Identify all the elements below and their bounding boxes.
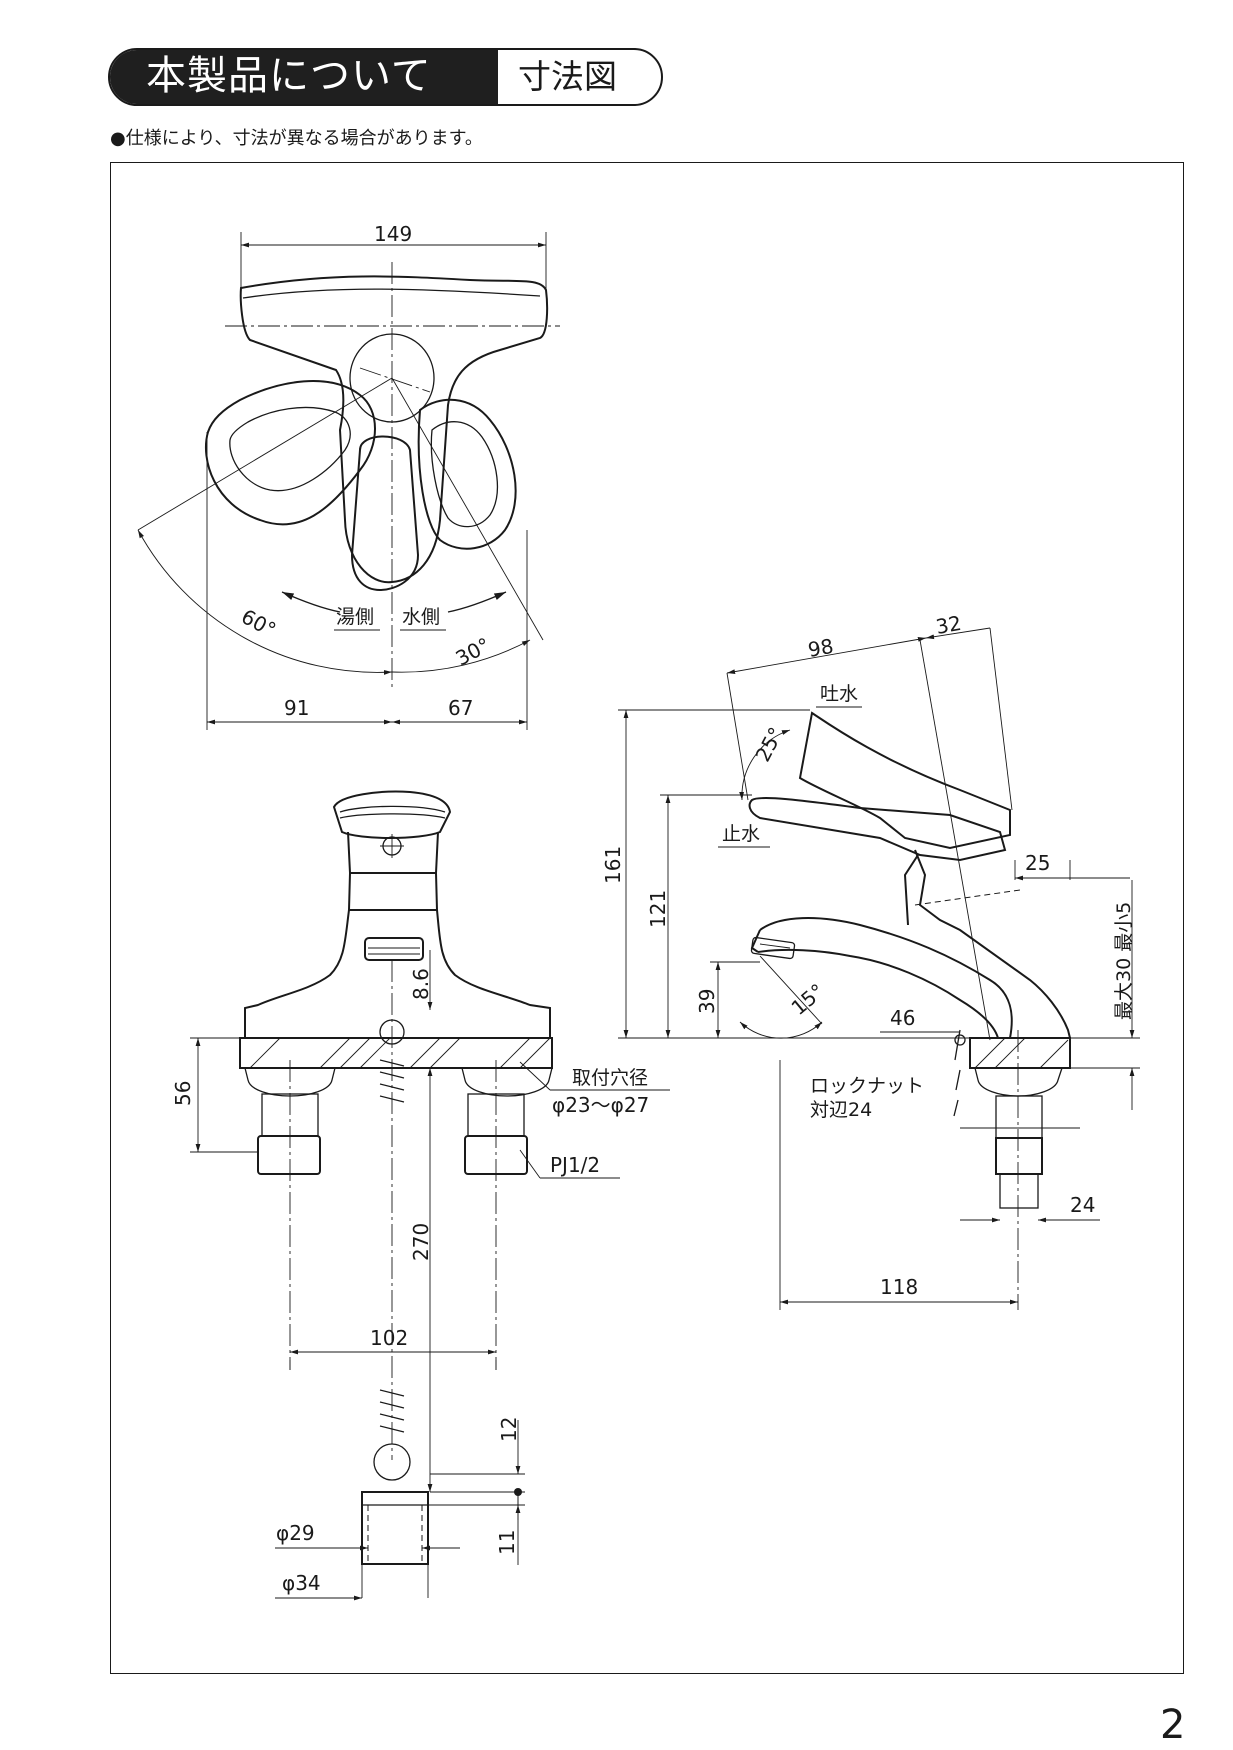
dim-102: 102 [370,1326,408,1350]
hot-lever [204,380,376,526]
top-view: 149 91 67 60° 30° 湯側 水側 [137,222,560,730]
spec-note: ●仕様により、寸法が異なる場合があります。 [110,128,483,149]
dim-118: 118 [880,1275,918,1299]
dim-phi29: φ29 [276,1521,315,1545]
angle-15: 15° [787,979,830,1020]
section-title: 本製品について 寸法図 [108,48,663,106]
angle-30: 30° [452,633,495,671]
dim-270: 270 [409,1223,433,1261]
dim-56: 56 [171,1081,195,1106]
hole-value: φ23～φ27 [552,1093,649,1117]
section-title-main: 本製品について [110,50,498,104]
locknut-label: ロックナット [810,1075,924,1097]
center-lever [350,435,420,592]
section-title-sub: 寸法図 [518,57,617,96]
label-stop: 止水 [722,823,760,845]
locknut-value: 対辺24 [810,1099,872,1121]
cold-lever-inner [430,421,499,528]
label-cold: 水側 [402,606,440,628]
dim-161: 161 [601,846,625,884]
dim-25: 25 [1025,851,1050,875]
drawing-frame [110,162,1184,1674]
cold-lever [417,398,517,550]
top-handle-outline [239,275,549,584]
dim-32: 32 [934,611,963,639]
dim-91: 91 [284,696,309,720]
hot-lever-inner [229,406,351,492]
dim-11: 11 [495,1530,519,1555]
dim-46: 46 [890,1006,915,1030]
dim-98: 98 [806,634,835,662]
angle-60: 60° [237,604,280,642]
top-handle-inner [242,288,541,299]
dim-67: 67 [448,696,473,720]
label-hot: 湯側 [336,606,374,628]
label-spout: 吐水 [820,683,858,705]
page-number: 2 [1160,1702,1186,1748]
hole-label: 取付穴径 [572,1067,648,1089]
dim-phi34: φ34 [282,1571,321,1595]
front-view: 8.6 56 270 102 12 11 φ29 φ34 [171,790,670,1601]
side-view: 98 32 161 121 39 25° 15° 25 最大30 最小5 [601,611,1140,1310]
pipe-label: PJ1/2 [550,1153,600,1177]
dim-8-6: 8.6 [409,968,433,1000]
dim-24: 24 [1070,1193,1095,1217]
counter-label: 最大30 最小5 [1113,902,1135,1020]
dim-121: 121 [646,890,670,928]
dim-149: 149 [374,222,412,246]
dim-39: 39 [695,989,719,1014]
angle-25: 25° [750,723,788,766]
dim-12: 12 [497,1417,521,1442]
